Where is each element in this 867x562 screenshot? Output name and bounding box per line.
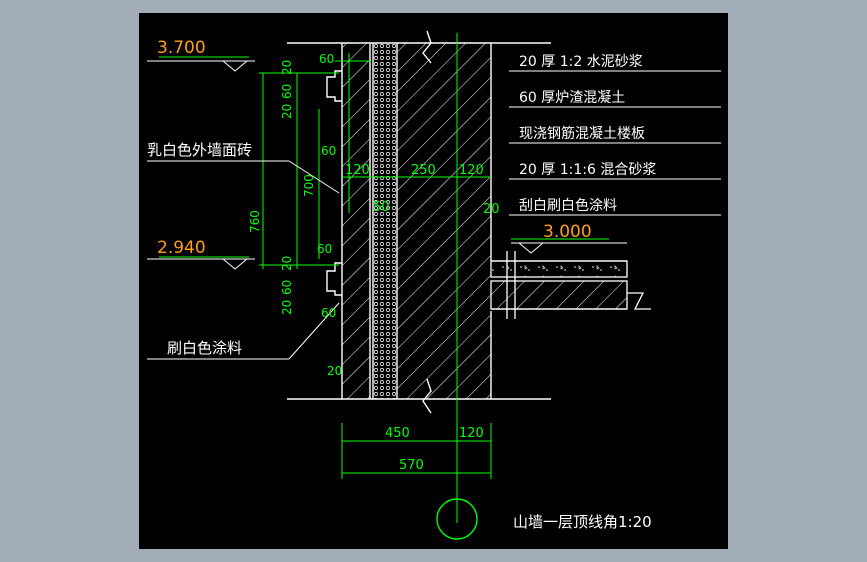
- dim-60d: 60: [317, 242, 332, 256]
- dim-120b: 120: [459, 163, 484, 178]
- elevation-top: 3.700: [157, 38, 206, 58]
- dimension-lines: [159, 33, 609, 540]
- dim-20a: 20: [280, 60, 294, 75]
- drawing-title: 山墙一层顶线角1:20: [513, 513, 652, 531]
- dim-60e: 60: [280, 280, 294, 295]
- horizontal-dims: 120 250 120 20 50 450 120 570: [345, 163, 500, 473]
- wall-section-drawing: 3.700 2.940 3.000 60 20 60 20 60 760 700…: [147, 30, 721, 540]
- wall-outline: [287, 30, 551, 414]
- wall-hatch: [397, 43, 491, 399]
- dim-60f: 60: [321, 306, 336, 320]
- elevation-slab: 3.000: [543, 222, 592, 242]
- note-layer-5: 刮白刷白色涂料: [519, 197, 617, 214]
- note-layer-2: 60 厚炉渣混凝土: [519, 90, 625, 106]
- dim-570: 570: [399, 458, 424, 473]
- dim-700: 700: [302, 174, 316, 197]
- floor-slab: [490, 251, 651, 319]
- dim-120a: 120: [345, 163, 370, 178]
- vertical-dims: 60 20 60 20 60 760 700 60 20 60 20 60 20: [248, 52, 342, 378]
- dim-120c: 120: [459, 426, 484, 441]
- leader-tile: 乳白色外墙面砖: [147, 141, 252, 159]
- cad-drawing-canvas: 3.700 2.940 3.000 60 20 60 20 60 760 700…: [139, 13, 728, 549]
- dim-60a: 60: [319, 52, 334, 66]
- note-layer-3: 现浇钢筋混凝土楼板: [519, 125, 645, 142]
- leader-lines: [147, 42, 721, 360]
- dim-20d: 20: [280, 300, 294, 315]
- note-layer-1: 20 厚 1:2 水泥砂浆: [519, 54, 643, 70]
- outer-hatch: [342, 43, 370, 399]
- insulation-band: [373, 43, 397, 399]
- dim-50: 50: [373, 200, 390, 215]
- note-layer-4: 20 厚 1:1:6 混合砂浆: [519, 162, 656, 178]
- dim-60b: 60: [280, 84, 294, 99]
- dim-20c: 20: [280, 256, 294, 271]
- leader-paint: 刷白色涂料: [167, 339, 242, 357]
- dim-250: 250: [411, 163, 436, 178]
- dim-20b: 20: [280, 104, 294, 119]
- dim-450: 450: [385, 426, 410, 441]
- dim-20e: 20: [327, 364, 342, 378]
- dim-60c: 60: [321, 144, 336, 158]
- elevation-markers: [147, 60, 627, 270]
- dim-760: 760: [248, 210, 262, 233]
- dim-20: 20: [483, 202, 500, 217]
- elevation-mid: 2.940: [157, 238, 206, 258]
- layer-notes: 20 厚 1:2 水泥砂浆 60 厚炉渣混凝土 现浇钢筋混凝土楼板 20 厚 1…: [519, 54, 656, 214]
